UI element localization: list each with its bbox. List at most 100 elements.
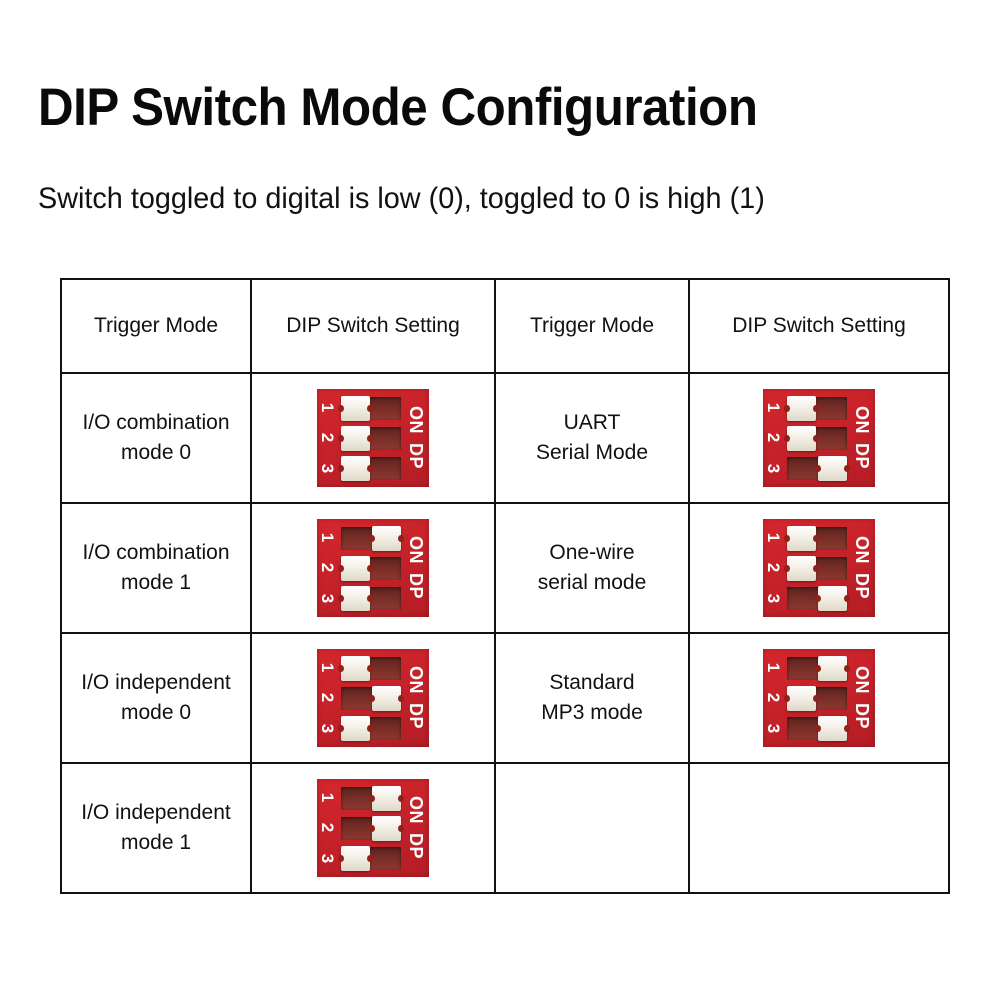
dip-slot-3 bbox=[338, 715, 401, 741]
dip-channel-number-2: 2 bbox=[318, 433, 338, 443]
dip-toggle-3-left[interactable] bbox=[338, 455, 373, 481]
trigger-mode-line-1: Standard bbox=[549, 671, 635, 695]
page-title: DIP Switch Mode Configuration bbox=[38, 78, 758, 137]
dip-slot-2 bbox=[784, 555, 847, 581]
dip-slot-1 bbox=[338, 655, 401, 681]
trigger-mode-line-2: mode 0 bbox=[120, 701, 192, 724]
dip-toggle-3-left[interactable] bbox=[338, 715, 373, 741]
dip-slot-3 bbox=[787, 585, 850, 611]
dip-toggle-1-left[interactable] bbox=[338, 655, 373, 681]
cell-dip-setting-right-row-3 bbox=[688, 762, 950, 894]
dip-channel-number-3: 3 bbox=[764, 593, 784, 604]
dip-toggle-2-left[interactable] bbox=[338, 425, 373, 451]
dip-toggle-1-left[interactable] bbox=[784, 395, 819, 421]
trigger-mode-line-1: I/O combination bbox=[82, 541, 230, 565]
dip-channel-number-3: 3 bbox=[764, 463, 784, 474]
dip-channel-number-1: 1 bbox=[318, 532, 338, 543]
dip-label-dp: DP bbox=[852, 702, 873, 730]
dip-label-on: ON bbox=[406, 406, 426, 434]
dip-toggle-2-left[interactable] bbox=[784, 685, 819, 711]
dip-label-on: ON bbox=[406, 536, 426, 564]
dip-label-dp: DP bbox=[406, 702, 427, 730]
dip-on-dp-label: ON DP bbox=[403, 649, 429, 747]
dip-label-dp: DP bbox=[406, 832, 427, 860]
trigger-mode-line-1: UART bbox=[563, 411, 621, 435]
dip-toggle-3-right[interactable] bbox=[815, 585, 850, 611]
dip-channels bbox=[338, 389, 403, 487]
dip-channel-number-3: 3 bbox=[318, 463, 338, 474]
table-header: Trigger Mode DIP Switch Setting Trigger … bbox=[60, 278, 950, 374]
dip-slot-1 bbox=[338, 395, 401, 421]
dip-channel-number-3: 3 bbox=[318, 853, 338, 864]
trigger-mode-line-1: I/O independent bbox=[81, 801, 231, 825]
dip-toggle-3-right[interactable] bbox=[815, 455, 850, 481]
trigger-mode-label: I/O independent mode 0 bbox=[62, 668, 250, 728]
dip-toggle-2-left[interactable] bbox=[784, 425, 819, 451]
column-header-dip-setting-left: DIP Switch Setting bbox=[250, 278, 496, 374]
dip-channel-number-3: 3 bbox=[318, 723, 338, 734]
column-header-dip-setting-right: DIP Switch Setting bbox=[688, 278, 950, 374]
dip-label-on: ON bbox=[852, 406, 872, 434]
dip-channel-number-1: 1 bbox=[764, 532, 784, 543]
column-header-trigger-mode-left: Trigger Mode bbox=[60, 278, 252, 374]
dip-label-on: ON bbox=[406, 796, 426, 824]
dip-slot-3 bbox=[338, 845, 401, 871]
dip-slot-1 bbox=[341, 525, 404, 551]
dip-slot-2 bbox=[338, 425, 401, 451]
dip-channel-number-1: 1 bbox=[318, 402, 338, 413]
trigger-mode-line-1: One-wire bbox=[549, 541, 635, 565]
dip-channels bbox=[784, 389, 850, 487]
dip-toggle-1-left[interactable] bbox=[784, 525, 819, 551]
dip-toggle-2-right[interactable] bbox=[369, 685, 404, 711]
dip-toggle-2-right[interactable] bbox=[369, 815, 404, 841]
dip-toggle-3-right[interactable] bbox=[815, 715, 850, 741]
dip-channel-number-3: 3 bbox=[318, 593, 338, 604]
dip-toggle-1-left[interactable] bbox=[338, 395, 373, 421]
dip-toggle-1-right[interactable] bbox=[369, 525, 404, 551]
dip-toggle-3-left[interactable] bbox=[338, 845, 373, 871]
dip-toggle-1-right[interactable] bbox=[369, 785, 404, 811]
dip-slot-2 bbox=[341, 815, 404, 841]
dip-slot-3 bbox=[338, 455, 401, 481]
dip-label-dp: DP bbox=[406, 572, 427, 600]
dip-switch-configuration-table: Trigger Mode DIP Switch Setting Trigger … bbox=[60, 278, 950, 894]
dip-toggle-1-right[interactable] bbox=[815, 655, 850, 681]
dip-on-dp-label: ON DP bbox=[403, 519, 429, 617]
trigger-mode-line-1: I/O independent bbox=[81, 671, 231, 695]
cell-trigger-mode-left-row-2: I/O independent mode 0 bbox=[60, 632, 252, 764]
dip-slot-3 bbox=[787, 455, 850, 481]
dip-toggle-2-left[interactable] bbox=[338, 555, 373, 581]
dip-toggle-2-left[interactable] bbox=[784, 555, 819, 581]
dip-channel-number-2: 2 bbox=[764, 563, 784, 573]
dip-slot-1 bbox=[784, 395, 847, 421]
dip-label-on: ON bbox=[406, 666, 426, 694]
dip-toggle-3-left[interactable] bbox=[338, 585, 373, 611]
page-subtitle: Switch toggled to digital is low (0), to… bbox=[38, 182, 765, 215]
column-header-trigger-mode-right: Trigger Mode bbox=[494, 278, 690, 374]
dip-channel-number-1: 1 bbox=[318, 662, 338, 673]
dip-switch-numbers: 1 2 3 bbox=[763, 519, 785, 617]
